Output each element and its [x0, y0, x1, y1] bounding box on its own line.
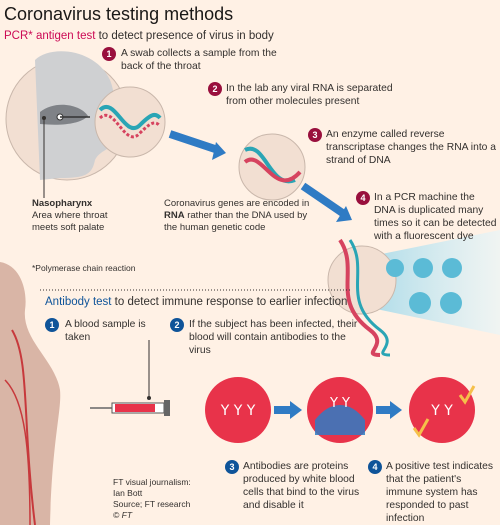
pcr-step-2-badge: 2 [208, 82, 222, 96]
flow-arrow-2 [300, 182, 347, 218]
head-profile-illustration [5, 51, 129, 181]
pcr-step-4-badge: 4 [356, 191, 370, 205]
antibody-circle-1: Y Y Y [205, 377, 271, 443]
antibody-step-2-text: If the subject has been infected, their … [189, 319, 358, 356]
genes-note-bold: RNA [164, 210, 185, 221]
pcr-subtitle-rest: to detect presence of virus in body [95, 30, 274, 42]
rna-circle [94, 86, 166, 158]
svg-text:Y Y Y: Y Y Y [220, 403, 256, 419]
antibody-step-2-badge: 2 [170, 318, 184, 332]
pcr-subtitle: PCR* antigen test to detect presence of … [4, 30, 274, 42]
antibody-step-1-badge: 1 [45, 318, 59, 332]
credits-line-2: Ian Bott [113, 488, 143, 498]
pcr-step-1-text: A swab collects a sample from the back o… [121, 48, 277, 72]
genes-note: Coronavirus genes are encoded in RNA rat… [164, 198, 314, 234]
credits-line-4: © FT [113, 510, 133, 520]
pcr-step-2-text: In the lab any viral RNA is separated fr… [226, 83, 393, 107]
antibody-step-3-text: Antibodies are proteins produced by whit… [243, 461, 360, 511]
credits: FT visual journalism: Ian Bott Source; F… [113, 477, 191, 521]
svg-text:Y Y: Y Y [430, 403, 453, 419]
credits-line-3: Source; FT research [113, 499, 191, 509]
nasopharynx-text: Area where throat meets soft palate [32, 210, 108, 233]
antibody-subtitle: Antibody test to detect immune response … [45, 296, 365, 308]
antibody-step-4-text: A positive test indicates that the patie… [386, 461, 494, 524]
pcr-step-3-badge: 3 [308, 128, 322, 142]
footnote: *Polymerase chain reaction [32, 263, 136, 273]
genes-note-before: Coronavirus genes are encoded in [164, 198, 310, 209]
antibody-circle-3: Y Y [409, 377, 476, 443]
antibody-subtitle-rest: to detect immune response to earlier inf… [111, 296, 348, 308]
genes-note-after: rather than the DNA used by the human ge… [164, 210, 308, 233]
dna-circle [238, 133, 306, 201]
credits-line-1: FT visual journalism: [113, 477, 191, 487]
nasopharynx-heading: Nasopharynx [32, 198, 93, 209]
body-silhouette [0, 262, 61, 525]
antibody-step-4-badge: 4 [368, 460, 382, 474]
flow-arrow-1 [168, 130, 220, 154]
pcr-step-3-text: An enzyme called reverse transcriptase c… [326, 129, 496, 166]
svg-text:Y Y: Y Y [329, 396, 350, 411]
pcr-step-4-text: In a PCR machine the DNA is duplicated m… [374, 192, 497, 242]
syringe-illustration [90, 340, 170, 416]
pcr-step-1-badge: 1 [102, 47, 116, 61]
antibody-step-1-text: A blood sample is taken [65, 319, 146, 343]
antibody-circle-2: Y Y [307, 377, 373, 443]
pcr-subtitle-accent: PCR* antigen test [4, 30, 96, 42]
pcr-machine-illustration [327, 230, 500, 357]
antibody-subtitle-accent: Antibody test [45, 296, 112, 308]
antibody-step-3-badge: 3 [225, 460, 239, 474]
page-title: Coronavirus testing methods [4, 4, 234, 24]
nasopharynx-label: Nasopharynx Area where throat meets soft… [32, 198, 132, 234]
